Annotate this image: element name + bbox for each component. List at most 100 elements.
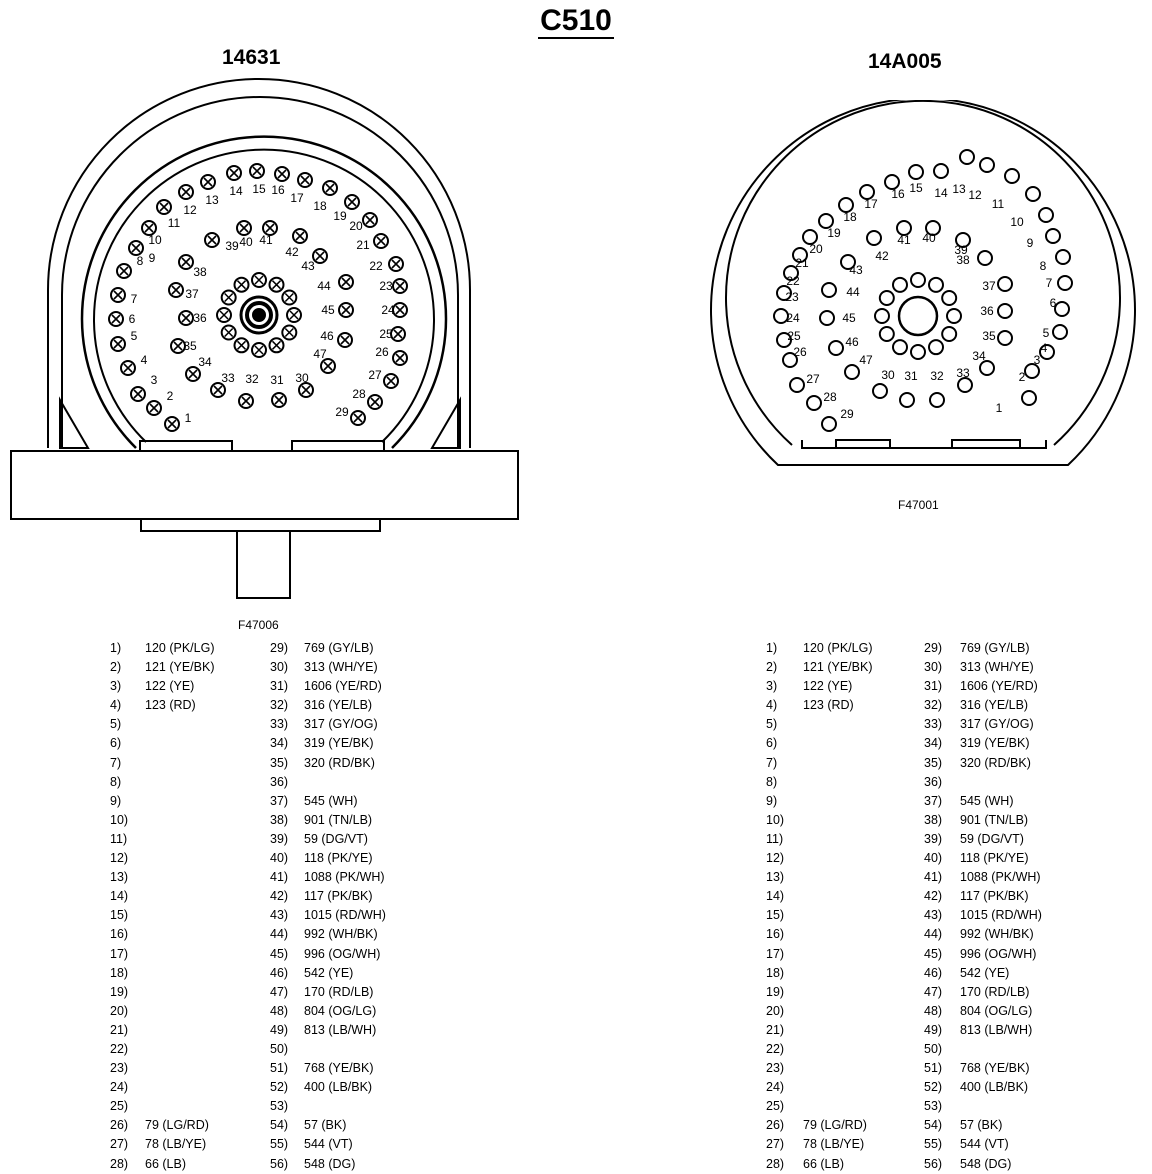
- left-housing-outline: [47, 78, 471, 448]
- pin-row: 10)38)901 (TN/LB): [0, 811, 576, 830]
- wire-code: 118 (PK/YE): [304, 851, 373, 866]
- pin-socket: [955, 232, 971, 248]
- pin-label: 31: [904, 369, 918, 383]
- pin-cross-mark: [347, 197, 357, 207]
- pin-cross-mark: [207, 235, 217, 245]
- pin-label: 8: [1040, 259, 1047, 273]
- pin-number: 55): [270, 1137, 289, 1152]
- pin-number: 31): [924, 679, 943, 694]
- pin-row: 11)39)59 (DG/VT): [576, 830, 1152, 849]
- pin-number: 40): [924, 851, 943, 866]
- pin-cross-mark: [119, 266, 129, 276]
- wire-code: 117 (PK/BK): [304, 889, 373, 904]
- pin-cross-mark: [213, 385, 223, 395]
- pin-number: 2): [766, 660, 778, 675]
- pin-number: 37): [924, 793, 943, 808]
- pin-number: 46): [270, 965, 289, 980]
- pin-row: 1)120 (PK/LG)29)769 (GY/LB): [0, 639, 576, 658]
- pin-label: 37: [185, 287, 199, 301]
- pin-label: 17: [864, 197, 878, 211]
- wire-code: 996 (OG/WH): [960, 946, 1037, 961]
- pin-number: 11): [110, 831, 128, 846]
- wire-code: 79 (LG/RD): [803, 1118, 867, 1133]
- wire-code: 120 (PK/LG): [803, 641, 873, 655]
- pin-row: 2)121 (YE/BK)30)313 (WH/YE): [576, 658, 1152, 677]
- pin-number: 38): [924, 812, 943, 827]
- pin-label: 22: [369, 259, 383, 273]
- pin-row: 26)79 (LG/RD)54)57 (BK): [0, 1116, 576, 1135]
- pin-number: 6): [766, 736, 778, 751]
- center-pin-cross-mark: [236, 340, 247, 350]
- wire-code: 992 (WH/BK): [304, 927, 378, 942]
- pin-socket: [819, 310, 835, 326]
- pin-number: 10): [766, 812, 785, 827]
- center-pin-cross-mark: [271, 280, 282, 290]
- pin-number: 27): [110, 1137, 129, 1152]
- pin-number: 14): [110, 889, 129, 904]
- pin-row: 17)45)996 (OG/WH): [0, 945, 576, 964]
- pin-label: 26: [793, 345, 807, 359]
- wire-code: 313 (WH/YE): [960, 660, 1034, 675]
- pin-row: 5)33)317 (GY/OG): [576, 715, 1152, 734]
- pin-cross-mark: [181, 187, 191, 197]
- pin-number: 4): [766, 698, 778, 713]
- pin-cross-mark: [341, 277, 351, 287]
- right-figure-id: F47001: [898, 498, 939, 512]
- center-post: [897, 295, 939, 337]
- pin-number: 5): [110, 717, 122, 732]
- pin-number: 4): [110, 698, 122, 713]
- pin-label: 20: [349, 219, 363, 233]
- pin-number: 19): [110, 984, 129, 999]
- pin-number: 23): [110, 1061, 129, 1076]
- pin-cross-mark: [265, 223, 275, 233]
- pin-socket: [859, 184, 875, 200]
- center-pin-socket: [892, 276, 908, 293]
- pin-label: 43: [849, 263, 863, 277]
- pin-socket: [929, 392, 945, 408]
- pin-socket: [997, 330, 1013, 346]
- pin-socket: [783, 265, 799, 281]
- pin-number: 39): [270, 831, 289, 846]
- wire-code: 317 (GY/OG): [960, 717, 1034, 732]
- pin-number: 31): [270, 679, 289, 694]
- pin-number: 28): [766, 1156, 785, 1171]
- wire-code: 548 (DG): [960, 1156, 1012, 1171]
- pin-label: 27: [806, 372, 820, 386]
- pin-label: 45: [842, 311, 856, 325]
- pin-label: 5: [131, 329, 138, 343]
- pin-number: 43): [270, 908, 289, 923]
- pin-label: 3: [1034, 353, 1041, 367]
- pin-row: 21)49)813 (LB/WH): [0, 1021, 576, 1040]
- pin-label: 11: [992, 197, 1005, 211]
- wire-code: 400 (LB/BK): [960, 1080, 1029, 1095]
- center-pin-socket: [941, 326, 958, 342]
- pin-cross-mark: [159, 202, 169, 212]
- wire-code: 121 (YE/BK): [803, 660, 873, 675]
- pin-cross-mark: [391, 259, 401, 269]
- pin-socket: [908, 164, 924, 180]
- wire-code: 66 (LB): [145, 1156, 186, 1171]
- pin-socket: [838, 197, 854, 213]
- wire-code: 317 (GY/OG): [304, 717, 378, 732]
- pin-number: 35): [924, 755, 943, 770]
- pin-label: 13: [952, 182, 966, 196]
- pin-cross-mark: [131, 243, 141, 253]
- pin-number: 42): [924, 889, 943, 904]
- pin-label: 47: [859, 353, 873, 367]
- pin-number: 8): [766, 774, 778, 789]
- pin-row: 13)41)1088 (PK/WH): [576, 868, 1152, 887]
- pin-label: 12: [968, 188, 982, 202]
- pin-label: 6: [129, 312, 136, 326]
- pin-socket: [872, 383, 888, 399]
- pin-number: 35): [270, 755, 289, 770]
- wire-code: 1606 (YE/RD): [960, 679, 1038, 694]
- pin-socket: [806, 395, 822, 411]
- pin-cross-mark: [167, 419, 177, 429]
- wire-code: 117 (PK/BK): [960, 889, 1029, 904]
- pin-cross-mark: [386, 376, 396, 386]
- wire-code: 319 (YE/BK): [960, 736, 1030, 751]
- pin-socket: [821, 282, 837, 298]
- pin-socket: [997, 276, 1013, 292]
- wire-code: 769 (GY/LB): [960, 641, 1030, 655]
- pin-label: 25: [379, 327, 393, 341]
